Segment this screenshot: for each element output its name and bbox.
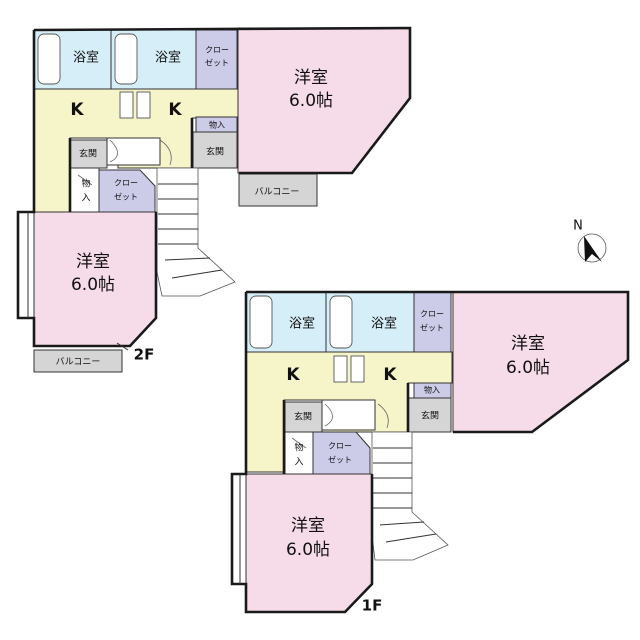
western-2f-left-label-2: 6.0帖 [71, 275, 115, 295]
bath-1f-left-label: 浴室 [289, 316, 315, 332]
kitchen-2f-left-label: K [70, 100, 84, 120]
bathtub-2f-left [37, 33, 61, 85]
western-1f-right-label-2: 6.0帖 [506, 358, 550, 378]
compass-north-label: N [573, 219, 583, 234]
stairs-2f [156, 167, 236, 297]
storage-1f-left-label-1: 物 [294, 442, 303, 454]
balcony-2f-left [33, 349, 123, 373]
closet-1f-left-label-1: クロー [328, 442, 352, 451]
closet-1f-left-label-2: ゼット [328, 455, 352, 465]
bathtub-2f-right [114, 33, 138, 85]
sink-1f-right [350, 355, 365, 383]
stairs-1f [371, 431, 449, 561]
sink-2f-left [119, 91, 134, 119]
north-arrow-icon [584, 236, 602, 262]
entrance-1f-right-label: 玄関 [421, 410, 439, 422]
bathtub-1f-right [329, 295, 353, 349]
closet-1f-top [413, 291, 452, 353]
entrance-2f-right-label: 玄関 [206, 146, 224, 158]
floor-label-2f: 2F [134, 346, 155, 364]
closet-2f-top-label-2: ゼット [205, 58, 229, 68]
closet-1f-top-label-2: ゼット [420, 323, 444, 333]
compass: N [573, 219, 607, 263]
bath-1f-right-label: 浴室 [371, 316, 397, 332]
balcony-2f-left-label: バルコニー [56, 357, 101, 368]
storage-2f-top-label: 物入 [209, 120, 225, 130]
sink-1f-left [333, 355, 348, 383]
closet-2f-left-label-2: ゼット [114, 192, 138, 202]
bath-2f-right-label: 浴室 [155, 50, 181, 66]
floor-2f: 浴室 浴室 クロー ゼット 洋室 6.0帖 K K 物入 玄関 玄関 物 入 ク… [16, 26, 412, 373]
storage-2f-left-label-2: 入 [81, 193, 90, 204]
kitchen-1f-right-label: K [383, 365, 397, 385]
western-1f-left-label-1: 洋室 [291, 516, 325, 536]
western-1f-left-label-2: 6.0帖 [286, 540, 330, 560]
storage-1f-top-label: 物入 [424, 385, 440, 395]
western-2f-right-label-1: 洋室 [294, 68, 328, 88]
closet-1f-top-label-1: クロー [420, 310, 444, 319]
storage-2f-left-bg [69, 167, 100, 213]
western-1f-right-label-1: 洋室 [511, 334, 545, 354]
closet-2f-left-label-1: クロー [114, 179, 138, 188]
kitchen-1f-left-label: K [286, 365, 300, 385]
closet-2f-left [98, 169, 156, 213]
floor-label-1f: 1F [362, 597, 383, 615]
western-2f-right-label-2: 6.0帖 [289, 91, 333, 111]
western-2f-left-label-1: 洋室 [76, 252, 110, 272]
closet-1f-left [312, 431, 371, 475]
entrance-1f-left-label: 玄関 [294, 411, 312, 423]
sink-2f-right [136, 91, 151, 119]
entrance-2f-left-label: 玄関 [79, 148, 97, 160]
floor-1f: 浴室 浴室 クロー ゼット 洋室 6.0帖 K K 物入 玄関 玄関 物 入 ク… [230, 290, 630, 615]
hall-2f [106, 137, 161, 166]
kitchen-2f-right-label: K [168, 100, 182, 120]
balcony-2f-right-label: バルコニー [255, 187, 300, 198]
storage-1f-left-label-2: 入 [294, 457, 303, 468]
bath-2f-left-label: 浴室 [73, 50, 99, 66]
hall-1f [321, 399, 376, 431]
bathtub-1f-left [249, 295, 273, 349]
storage-2f-left-label-1: 物 [81, 178, 90, 190]
closet-2f-top-label-1: クロー [205, 46, 229, 55]
